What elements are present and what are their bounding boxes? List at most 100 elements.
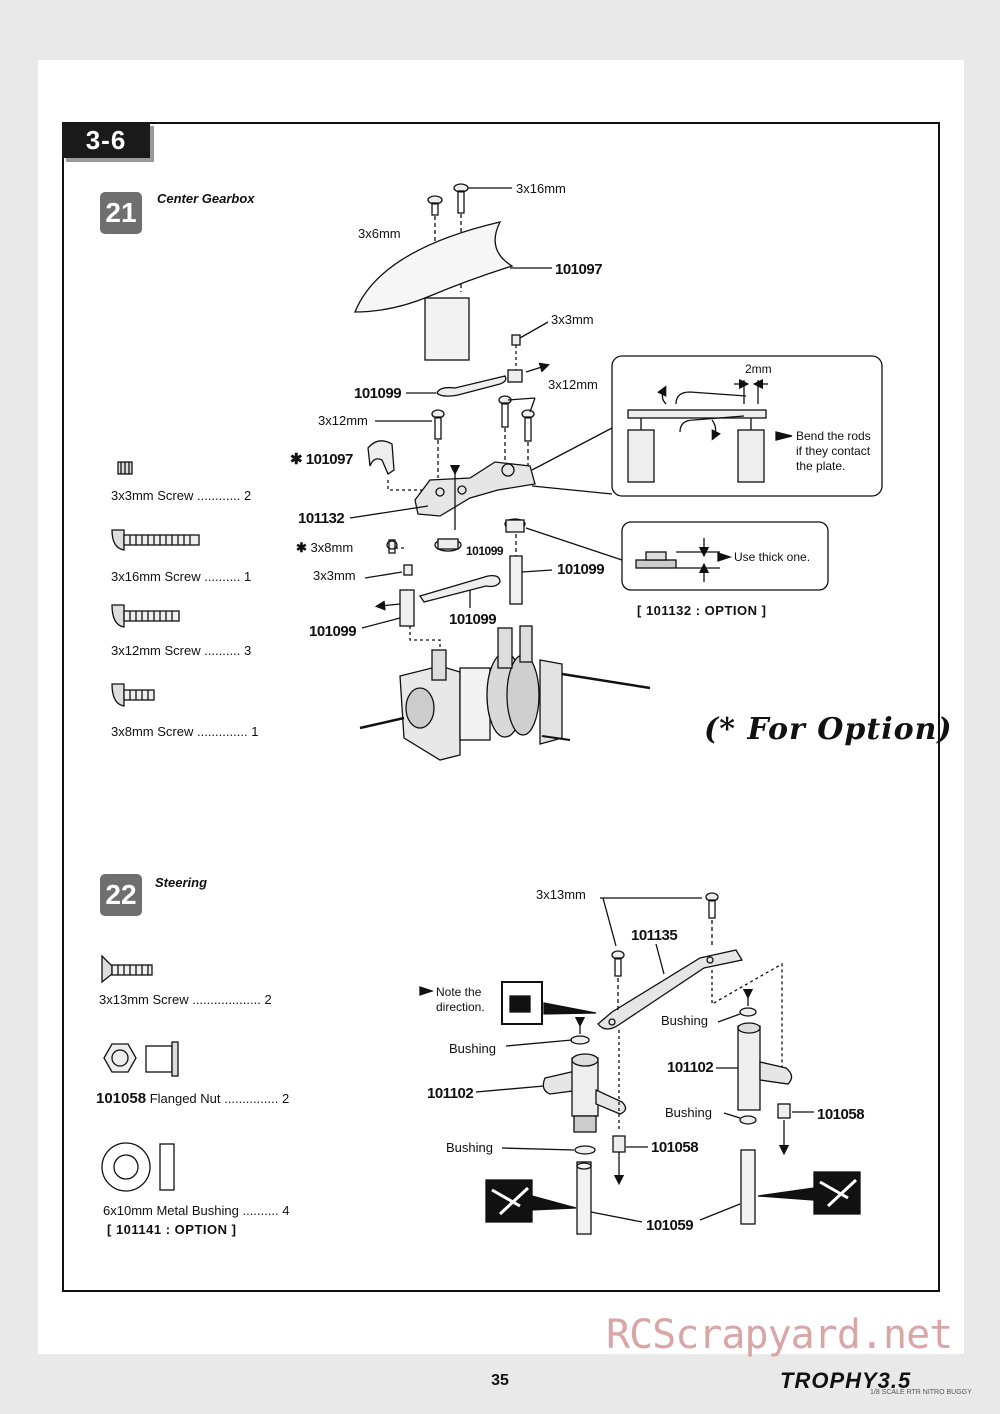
legend-label: 3x16mm Screw: [111, 569, 201, 584]
brand-logo: TROPHY3.5: [780, 1368, 912, 1393]
callout-101059: 101059: [646, 1217, 694, 1234]
legend-3x16-screw-icon: [111, 529, 200, 551]
legend-label: 3x13mm Screw: [99, 992, 189, 1007]
legend-leader: ..........: [204, 643, 241, 658]
callout-3x6mm: 3x6mm: [358, 226, 401, 241]
callout-101097: 101097: [555, 261, 603, 278]
callout-3x12mm-right: 3x12mm: [548, 377, 598, 392]
screw-3x13-right-icon: [705, 892, 719, 919]
legend-3x8-screw-icon: [111, 683, 155, 707]
for-option-note: (* For Option): [704, 712, 953, 747]
legend-label: 3x12mm Screw: [111, 643, 201, 658]
screw-3x13-left-icon: [611, 950, 625, 977]
legend-qty: 3: [243, 643, 252, 658]
callout-101058-left: 101058: [651, 1139, 699, 1156]
callout-101099-rod: 101099: [449, 611, 497, 628]
legend-flanged-nut-icon: [103, 1041, 179, 1077]
pointing-hand-icon: [501, 981, 597, 1025]
legend-leader: ...................: [192, 992, 261, 1007]
screw-3x12-icon-right: [521, 409, 535, 442]
callout-3x3mm-bottom: 3x3mm: [313, 568, 356, 583]
legend-qty: 1: [251, 724, 259, 739]
legend-qty: 2: [264, 992, 272, 1007]
callout-bushing-top-left: Bushing: [449, 1041, 496, 1056]
callout-bushing-bottom-left: Bushing: [446, 1140, 493, 1155]
legend-3x3-screw: 3x3mm Screw ............ 2: [111, 488, 251, 503]
callout-3x12mm-left: 3x12mm: [318, 413, 368, 428]
legend-3x12-screw-icon: [111, 604, 180, 628]
legend-qty: 4: [282, 1203, 290, 1218]
callout-101099-bushing: 101099: [466, 544, 504, 558]
callout-3x3mm-top: 3x3mm: [551, 312, 594, 327]
callout-101102-right: 101102: [667, 1059, 714, 1076]
step-22-title: Steering: [155, 875, 208, 890]
legend-3x16-screw: 3x16mm Screw .......... 1: [111, 569, 251, 584]
legend-leader: ..........: [204, 569, 241, 584]
step-22-number: 22: [100, 874, 142, 916]
legend-part-number: 101058: [96, 1090, 147, 1107]
detail-bend-rods-note: Bend the rods if they contact the plate.: [796, 429, 871, 473]
legend-3x13-screw: 3x13mm Screw ................... 2: [99, 992, 272, 1007]
option-part-number: 101097: [305, 451, 354, 468]
legend-metal-bushing: 6x10mm Metal Bushing .......... 4: [103, 1203, 289, 1218]
legend-qty: 1: [243, 569, 252, 584]
legend-leader: ..........: [242, 1203, 279, 1218]
option-asterisk: ✱: [296, 540, 307, 555]
step-21-title: Center Gearbox: [157, 191, 255, 206]
page-number: 35: [491, 1372, 509, 1389]
legend-label: Flanged Nut: [149, 1091, 221, 1106]
step-21-number: 21: [100, 192, 142, 234]
screw-3x8-icon: [386, 539, 398, 554]
option-101141-label: [ 101141 : OPTION ]: [107, 1222, 237, 1237]
legend-flanged-nut: 101058 Flanged Nut ............... 2: [96, 1090, 289, 1107]
legend-3x13-flat-screw-icon: [101, 954, 153, 984]
grease-icon-right: [757, 1171, 861, 1215]
screw-3x12-icon-mid: [498, 395, 512, 428]
callout-101102-left: 101102: [427, 1085, 474, 1102]
callout-3x8mm-option: ✱ 3x8mm: [296, 540, 353, 556]
callout-101099-right: 101099: [557, 561, 605, 578]
detail-bent-rods-drawing: [627, 378, 768, 483]
legend-label: 3x3mm Screw: [111, 488, 194, 503]
screw-3x6-icon: [427, 195, 443, 216]
grease-icon-left: [485, 1179, 577, 1223]
detail-dimension-2mm: 2mm: [745, 362, 772, 376]
steering-bellcrank-right-drawing: [737, 1022, 793, 1111]
legend-leader: ..............: [196, 724, 248, 739]
legend-qty: 2: [281, 1091, 290, 1106]
screw-3x3-icon: [511, 334, 521, 346]
center-gearbox-drawing: [359, 625, 651, 761]
callout-101099-top: 101099: [354, 385, 402, 402]
option-asterisk: ✱: [290, 451, 303, 468]
callout-101132: 101132: [298, 510, 345, 527]
watermark: RCScrapyard.net: [606, 1312, 953, 1358]
callout-101135: 101135: [631, 927, 678, 944]
brand-logo-subtitle: 1/8 SCALE RTR NITRO BUGGY: [870, 1389, 972, 1396]
legend-leader: ............: [196, 488, 241, 503]
legend-label: 3x8mm Screw: [111, 724, 194, 739]
legend-label: 6x10mm Metal Bushing: [103, 1203, 239, 1218]
legend-3x3-screw-icon: [117, 461, 133, 475]
legend-leader: ...............: [224, 1091, 279, 1106]
section-tab: 3-6: [62, 122, 150, 158]
detail-thick-bushing-drawing: [635, 538, 720, 582]
legend-3x8-screw: 3x8mm Screw .............. 1: [111, 724, 258, 739]
legend-metal-bushing-icon: [101, 1142, 175, 1192]
legend-3x12-screw: 3x12mm Screw .......... 3: [111, 643, 251, 658]
screw-3x16-icon: [453, 183, 469, 214]
callout-101058-right: 101058: [817, 1106, 865, 1123]
note-the-direction: Note the direction.: [436, 985, 485, 1014]
callout-101099-left: 101099: [309, 623, 357, 640]
screw-3x12-icon-left: [431, 409, 445, 440]
callout-bushing-mid-right: Bushing: [665, 1105, 712, 1120]
legend-qty: 2: [243, 488, 252, 503]
callout-3x16mm: 3x16mm: [516, 181, 566, 196]
callout-3x13mm: 3x13mm: [536, 887, 586, 902]
detail-thick-bushing-note: Use thick one.: [734, 550, 811, 564]
callout-101097-option: ✱ 101097: [290, 450, 353, 468]
steering-bellcrank-left-drawing: [542, 1053, 627, 1133]
option-101132-label: [ 101132 : OPTION ]: [637, 603, 767, 618]
option-screw-size: 3x8mm: [310, 540, 354, 555]
section-frame: [62, 122, 940, 1292]
